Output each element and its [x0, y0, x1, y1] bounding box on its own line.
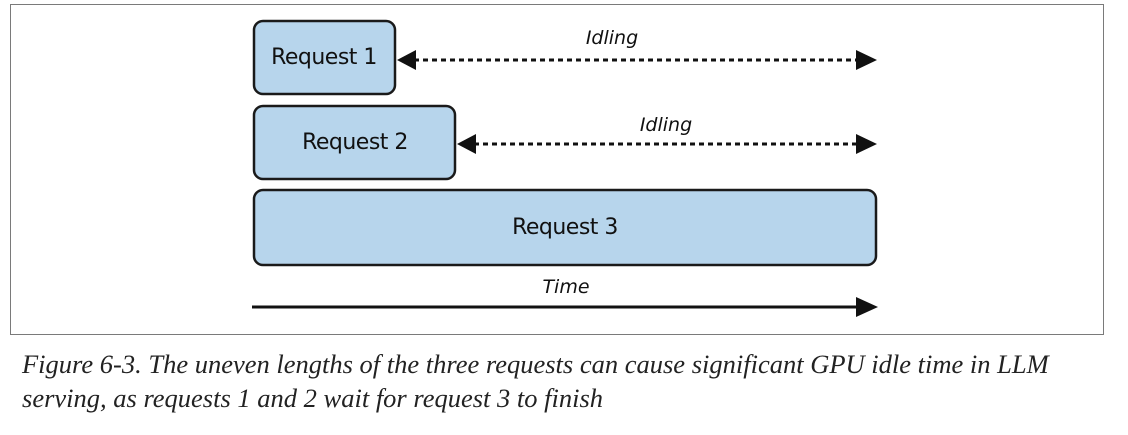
idling-arrow-1-right-head: [856, 50, 877, 70]
request-2-label: Request 2: [302, 130, 408, 155]
request-3-box: [252, 188, 878, 267]
figure-frame: [10, 4, 1104, 335]
figure-caption: Figure 6-3. The uneven lengths of the th…: [22, 349, 1049, 413]
idling-arrow-1-left-head: [397, 50, 416, 70]
request-3-label: Request 3: [512, 215, 618, 240]
request-1-label: Request 1: [271, 45, 377, 70]
time-axis-arrowhead: [856, 297, 878, 317]
time-label: Time: [542, 276, 589, 298]
request-timeline-diagram: Request 1 Idling Request 2 Idling Reques…: [252, 19, 878, 317]
idling-arrow-2-left-head: [457, 134, 476, 154]
request-1-box: [252, 19, 397, 96]
idling-label-1: Idling: [586, 27, 638, 49]
idling-arrow-2-right-head: [856, 134, 877, 154]
request-2-box: [252, 104, 457, 181]
idling-label-2: Idling: [640, 114, 692, 136]
